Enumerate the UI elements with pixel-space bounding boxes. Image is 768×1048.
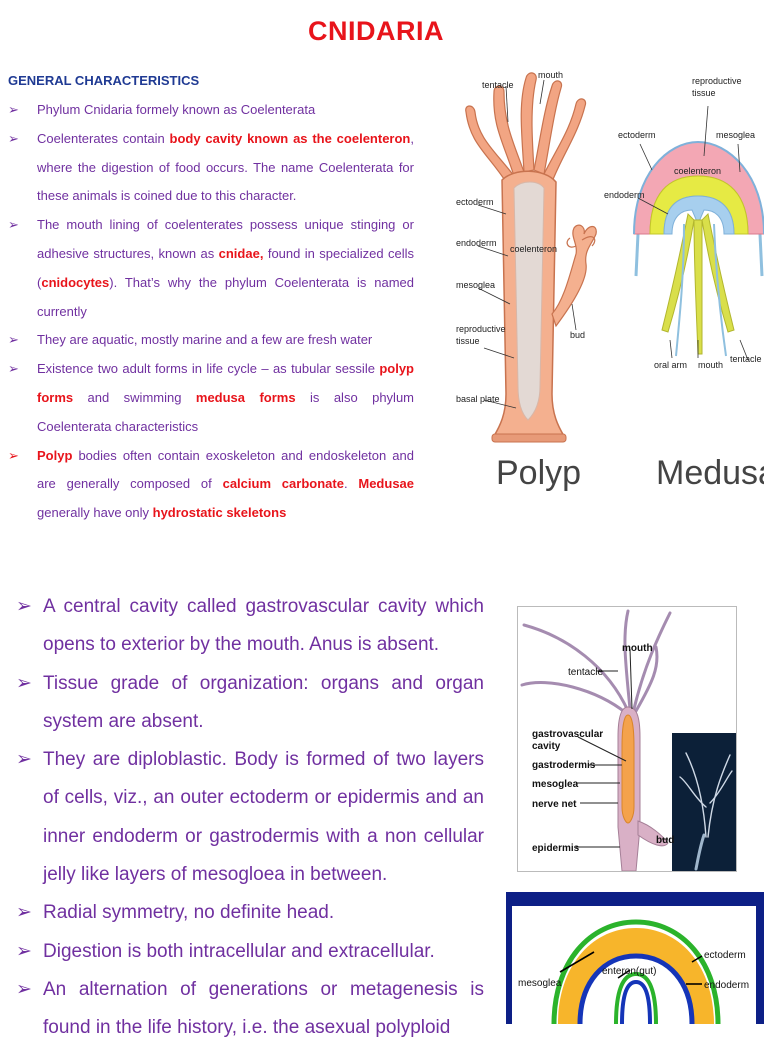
highlighted-text: Medusae xyxy=(358,476,415,492)
body-text: An alternation of generations or metagen… xyxy=(43,978,484,1039)
characteristic-item-large: ➢ Digestion is both intracellular and ext… xyxy=(16,933,484,971)
medusa-mouth-label: mouth xyxy=(698,360,723,370)
body-text: Digestion is both intracellular and extr… xyxy=(43,940,435,962)
highlighted-text: cnidae, xyxy=(218,245,264,261)
bullet-arrow-icon: ➢ xyxy=(16,902,32,924)
body-text: Coelenterates contain xyxy=(37,130,170,146)
page-title: CNIDARIA xyxy=(308,16,444,46)
general-characteristics-list: ➢ Phylum Cnidaria formely known as Coelen… xyxy=(8,96,414,528)
hydra-nerve-net-label: nerve net xyxy=(532,799,577,810)
body-text: A central cavity called gastrovascular c… xyxy=(43,596,484,656)
medusa-coelenteron-label: coelenteron xyxy=(674,166,721,176)
medusa-endoderm-label: endoderm xyxy=(604,190,645,200)
polyp-bud-label: bud xyxy=(570,330,585,340)
medusa-caption: Medusa xyxy=(656,454,764,492)
characteristics-list: ➢ A central cavity called gastrovascular … xyxy=(16,588,484,1048)
bullet-arrow-icon: ➢ xyxy=(16,672,32,694)
hydra-mesoglea-label: mesoglea xyxy=(532,779,579,790)
hydra-gastrodermis-label: gastrodermis xyxy=(532,760,596,771)
bullet-arrow-icon: ➢ xyxy=(16,596,32,617)
polyp-reproductive-label-1: reproductive xyxy=(456,324,506,334)
highlighted-text: medusa forms xyxy=(195,389,296,405)
body-text: . xyxy=(343,476,359,492)
body-text: and swimming xyxy=(73,389,196,405)
highlighted-text: cnidocytes xyxy=(41,274,110,290)
polyp-diagram: tentacle mouth ectoderm endoderm coelent… xyxy=(456,70,597,492)
medusa-labels: reproductive tissue ectoderm mesoglea co… xyxy=(604,76,762,370)
polyp-mesoglea-label: mesoglea xyxy=(456,280,495,290)
medusa-oral-arm-label: oral arm xyxy=(654,360,687,370)
body-text: generally have only xyxy=(37,505,153,521)
bullet-arrow-icon: ➢ xyxy=(16,940,32,962)
characteristic-item-large: ➢ Radial symmetry, no definite head. xyxy=(16,894,484,932)
body-text: is also phylum Coelenterata characterist… xyxy=(37,389,415,434)
medusa-reproductive-label-2: tissue xyxy=(692,88,716,98)
hydra-epidermis-label: epidermis xyxy=(532,843,580,854)
body-text: Existence two adult forms in life cycle … xyxy=(37,361,380,377)
hydra-labels: mouth tentacle gastrovascular cavity gas… xyxy=(532,643,674,854)
polyp-labels: tentacle mouth ectoderm endoderm coelent… xyxy=(456,70,585,404)
polyp-reproductive-label-2: tissue xyxy=(456,336,480,346)
body-text: , where the digestion of food occurs. Th… xyxy=(37,130,414,204)
characteristic-item: ➢ Existence two adult forms in life cycle… xyxy=(8,355,414,441)
medusa-diagram: reproductive tissue ectoderm mesoglea co… xyxy=(604,76,764,492)
medusa-section-figure: mesoglea enteron(gut) ectoderm endoderm xyxy=(506,892,764,1024)
highlighted-text: polyp forms xyxy=(37,361,414,405)
highlighted-text: hydrostatic skeletons xyxy=(152,505,287,521)
hydra-bud-label: bud xyxy=(656,835,674,846)
polyp-caption: Polyp xyxy=(496,454,581,492)
medusa-tentacle-label: tentacle xyxy=(730,354,762,364)
body-text: Radial symmetry, no definite head. xyxy=(43,902,335,924)
polyp-tentacle-label: tentacle xyxy=(482,80,514,90)
polyp-endoderm-label: endoderm xyxy=(456,238,497,248)
characteristic-item: ➢ Polyp bodies often contain exoskeleton … xyxy=(8,442,414,528)
body-text: They are diploblastic. Body is formed of… xyxy=(43,749,484,886)
bullet-arrow-icon: ➢ xyxy=(8,217,19,233)
hydra-gvc-label-1: gastrovascular xyxy=(532,729,603,740)
polyp-ectoderm-label: ectoderm xyxy=(456,197,494,207)
body-text: found in specialized cells ( xyxy=(37,245,415,290)
body-text: Tissue grade of organization: organs and… xyxy=(43,672,484,732)
highlighted-text: Polyp xyxy=(37,447,73,463)
hydra-gvc-label-2: cavity xyxy=(532,741,561,752)
highlighted-text: calcium carbonate xyxy=(222,476,344,492)
polyp-medusa-figure: tentacle mouth ectoderm endoderm coelent… xyxy=(448,64,764,496)
bullet-arrow-icon: ➢ xyxy=(8,361,19,377)
medusa-reproductive-label-1: reproductive xyxy=(692,76,742,86)
characteristic-item: ➢ Phylum Cnidaria formely known as Coelen… xyxy=(8,96,414,125)
characteristic-item-large: ➢ A central cavity called gastrovascular … xyxy=(16,588,484,665)
hydra-tentacle-label: tentacle xyxy=(568,667,603,678)
body-text: The mouth lining of coelenterates posses… xyxy=(37,217,414,261)
bullet-arrow-icon: ➢ xyxy=(8,130,19,146)
bullet-arrow-icon: ➢ xyxy=(8,102,19,117)
characteristic-item-large: ➢ They are diploblastic. Body is formed o… xyxy=(16,741,484,894)
characteristic-item: ➢ The mouth lining of coelenterates posse… xyxy=(8,211,414,326)
characteristic-item: ➢ They are aquatic, mostly marine and a f… xyxy=(8,326,414,355)
polyp-coelenteron-label: coelenteron xyxy=(510,244,557,254)
bullet-arrow-icon: ➢ xyxy=(8,332,19,348)
section-ectoderm-label: ectoderm xyxy=(704,950,746,961)
body-text: bodies often contain exoskeleton and end… xyxy=(37,447,414,492)
bullet-arrow-icon: ➢ xyxy=(8,447,19,463)
medusa-mesoglea-label: mesoglea xyxy=(716,130,755,140)
general-characteristics-heading: GENERAL CHARACTERISTICS xyxy=(8,73,200,88)
medusa-section-labels: mesoglea enteron(gut) ectoderm endoderm xyxy=(518,950,749,991)
hydra-figure: mouth tentacle gastrovascular cavity gas… xyxy=(517,606,737,872)
characteristic-item-large: ➢ Tissue grade of organization: organs an… xyxy=(16,665,484,742)
highlighted-text: body cavity known as the coelenteron xyxy=(169,130,411,146)
section-mesoglea-label: mesoglea xyxy=(518,978,562,989)
hydra-mouth-label: mouth xyxy=(622,643,653,654)
section-enteron-label: enteron(gut) xyxy=(602,966,656,977)
body-text: Phylum Cnidaria formely known as Coelent… xyxy=(37,102,316,117)
medusa-ectoderm-label: ectoderm xyxy=(618,130,656,140)
polyp-basal-plate-label: basal plate xyxy=(456,394,500,404)
bullet-arrow-icon: ➢ xyxy=(16,978,32,1000)
polyp-mouth-label: mouth xyxy=(538,70,563,80)
body-text: They are aquatic, mostly marine and a fe… xyxy=(37,332,373,348)
section-endoderm-label: endoderm xyxy=(704,980,749,991)
characteristic-item-large: ➢ An alternation of generations or metage… xyxy=(16,971,484,1048)
bullet-arrow-icon: ➢ xyxy=(16,749,32,771)
characteristic-item: ➢ Coelenterates contain body cavity known… xyxy=(8,125,414,211)
body-text: ). That’s why the phylum Coelenterata is… xyxy=(37,274,414,319)
